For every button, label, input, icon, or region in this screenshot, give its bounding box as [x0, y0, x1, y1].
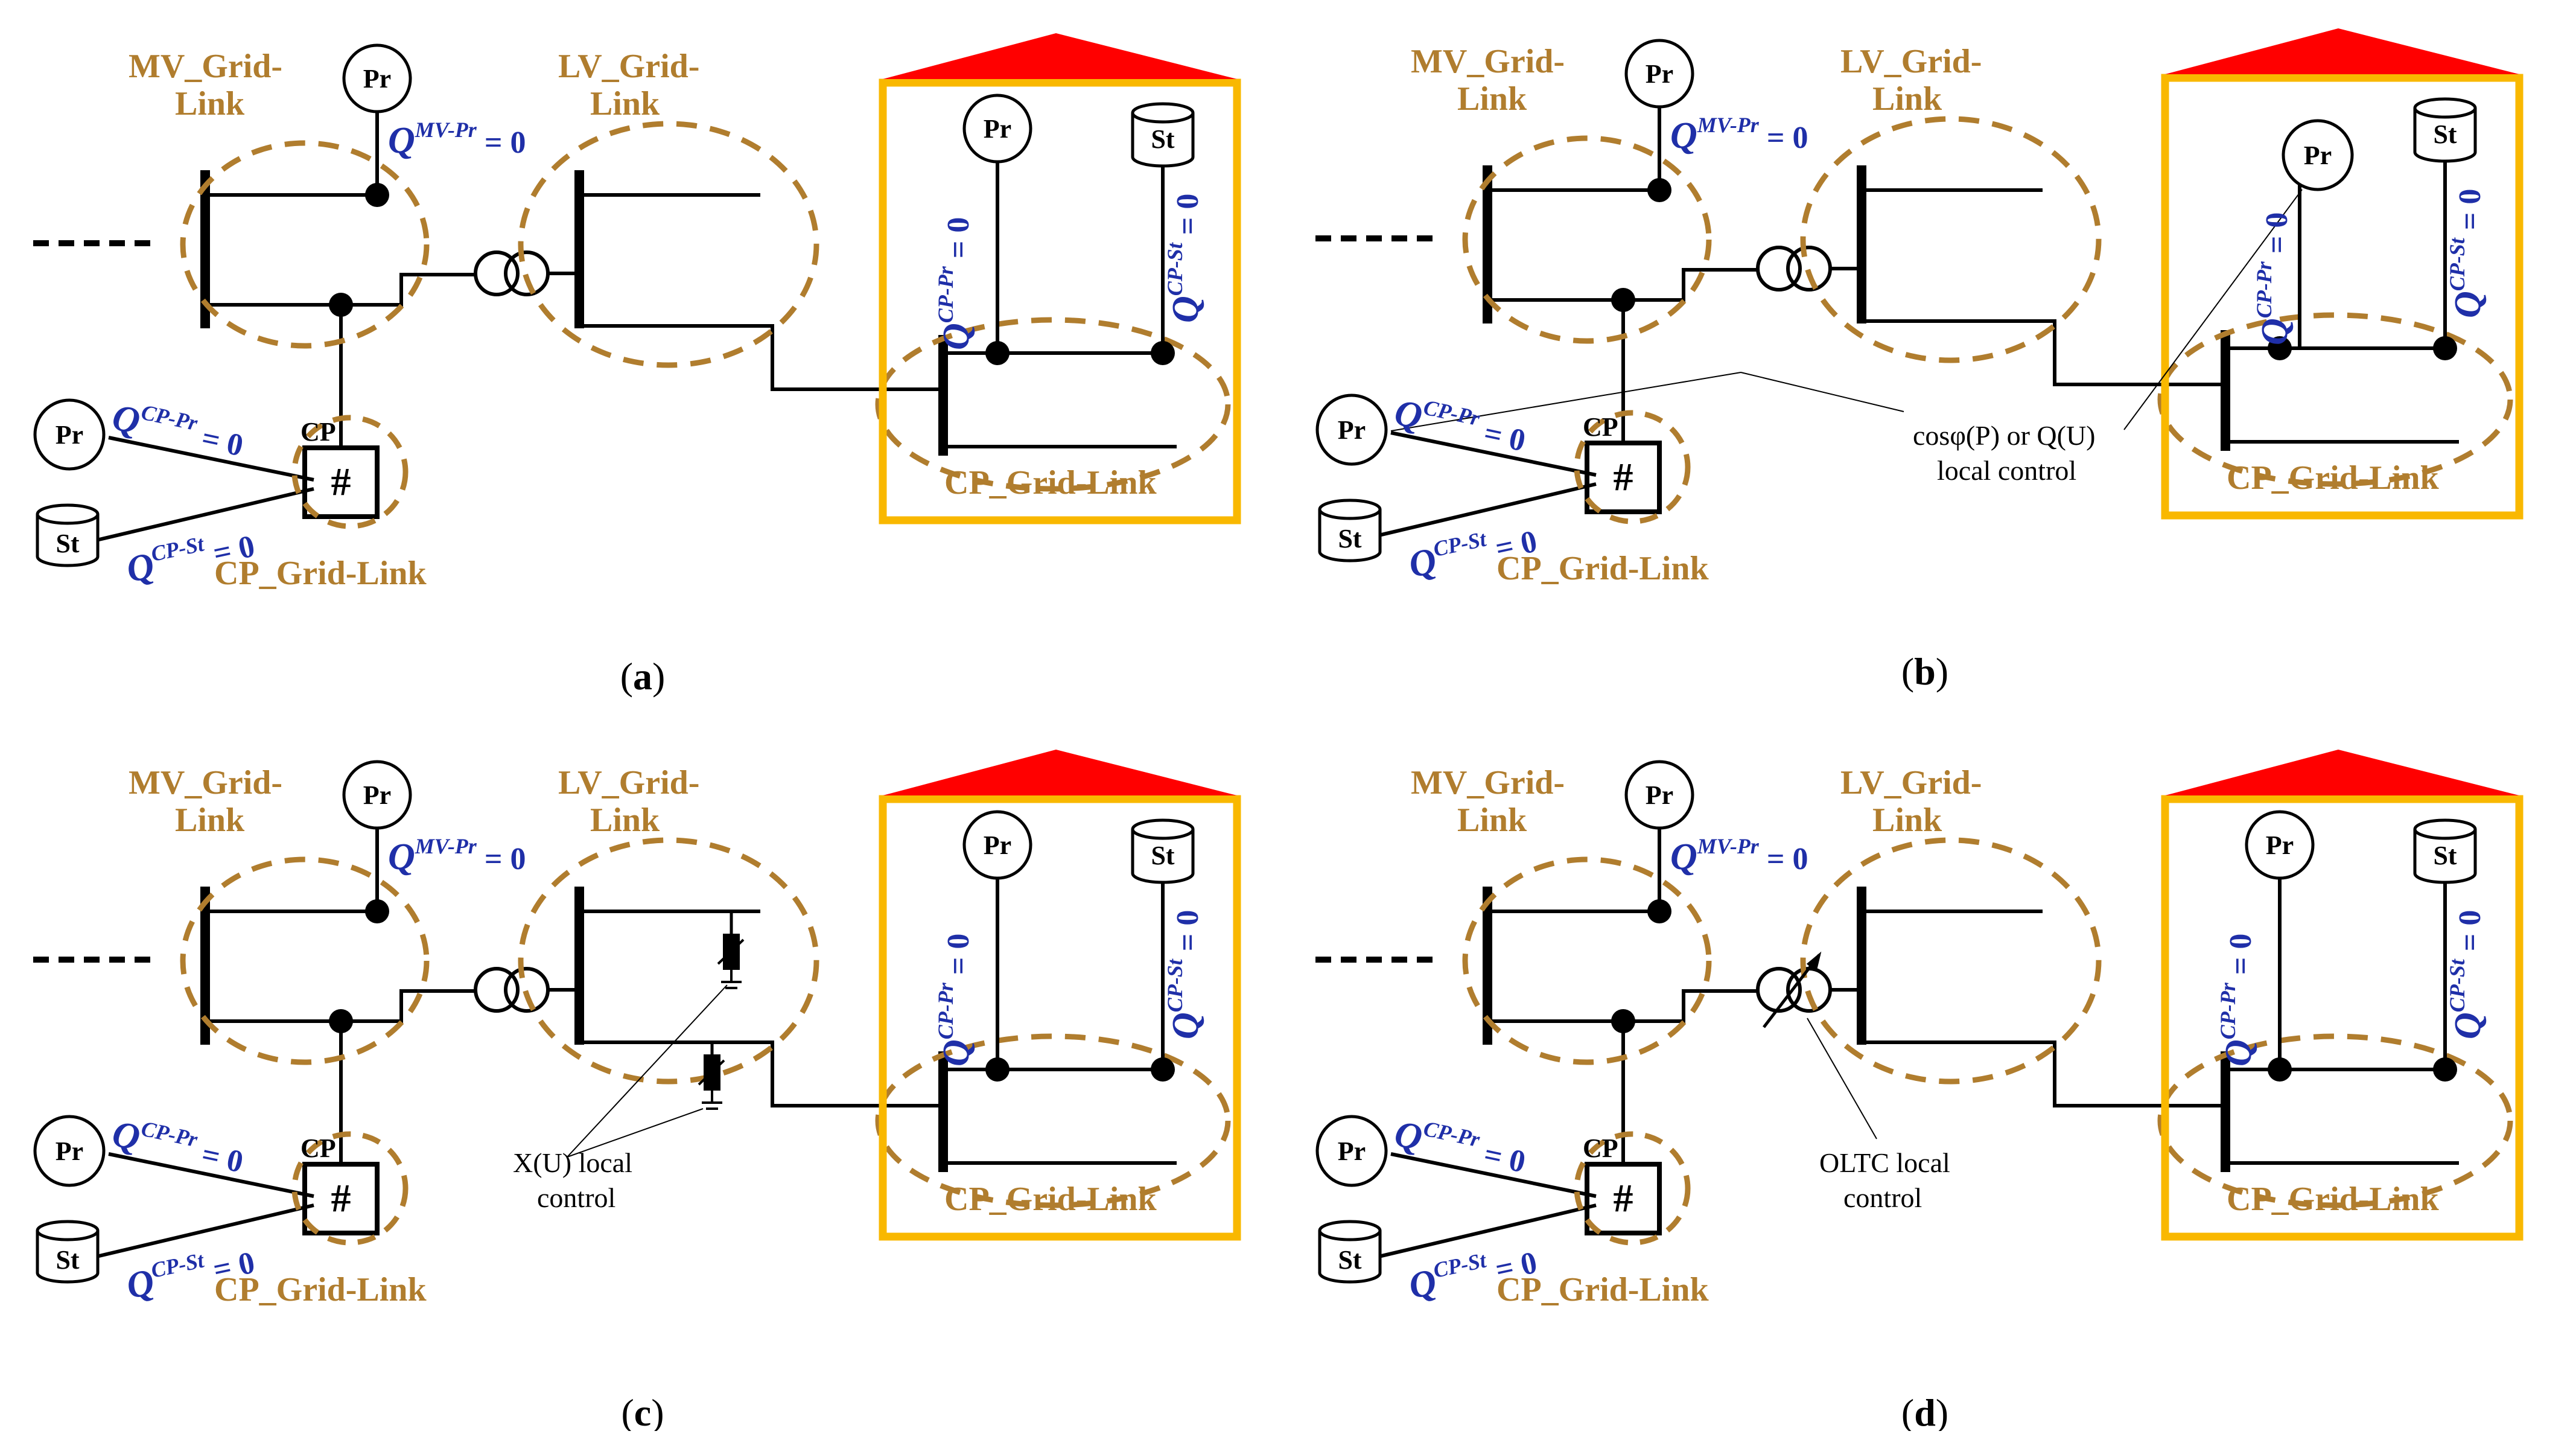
cp-label: CP [1583, 412, 1618, 442]
cp-grid-link-label: CP_Grid-Link [1496, 550, 1709, 587]
mv-grid-link-label: Link [175, 85, 245, 123]
lv-grid-link-label: Link [590, 801, 660, 839]
panel-caption: (a) [620, 655, 666, 698]
producer-label: Pr [984, 830, 1011, 860]
cp-hash-label: # [331, 460, 351, 504]
mv-grid-link-label: MV_Grid- [129, 764, 282, 801]
q-cp-st-vertical-label: QCP-St = 0 [1163, 194, 1206, 323]
cp-grid-link-label: CP_Grid-Link [214, 555, 427, 592]
producer-label: Pr [984, 114, 1011, 144]
producer-label: Pr [1646, 780, 1673, 810]
cp-grid-link-label: CP_Grid-Link [1496, 1271, 1709, 1308]
panel-caption: (b) [1901, 650, 1948, 693]
panel-caption: (d) [1901, 1391, 1948, 1431]
panel-a-text: MV_Grid-LinkLV_Grid-LinkCP_Grid-LinkCP_G… [56, 48, 1206, 698]
cp-hash-label: # [331, 1176, 351, 1220]
panel-a [33, 33, 1237, 566]
q-cp-pr-vertical-label: QCP-Pr = 0 [2216, 934, 2259, 1066]
q-cp-pr-label: QCP-Pr = 0 [109, 394, 248, 464]
q-cp-st-vertical-label: QCP-St = 0 [1163, 910, 1206, 1039]
producer-label: Pr [1646, 59, 1673, 89]
control-note-label: control [1843, 1182, 1922, 1213]
control-note-label: cosφ(P) or Q(U) [1913, 420, 2095, 451]
mv-grid-link-label: Link [1457, 80, 1527, 118]
mv-grid-link-label: Link [1457, 801, 1527, 839]
producer-label: Pr [1338, 1136, 1366, 1166]
text-layer: MV_Grid-LinkLV_Grid-LinkCP_Grid-LinkCP_G… [56, 43, 2489, 1434]
control-note-label: OLTC local [1819, 1147, 1950, 1178]
producer-label: Pr [56, 420, 83, 450]
storage-label: St [2433, 119, 2457, 149]
cp-grid-link-label: CP_Grid-Link [2227, 459, 2439, 497]
q-cp-st-vertical-label: QCP-St = 0 [2445, 910, 2489, 1039]
lv-grid-link-label: LV_Grid- [1840, 764, 1982, 801]
cp-label: CP [301, 417, 336, 447]
cp-hash-label: # [1614, 455, 1633, 499]
storage-label: St [1338, 524, 1361, 553]
control-note-label: X(U) local [513, 1147, 632, 1178]
cp-label: CP [301, 1133, 336, 1163]
producer-label: Pr [1338, 415, 1366, 445]
panel-b [1315, 28, 2519, 561]
storage-label: St [1151, 841, 1174, 870]
q-mv-pr-label: QMV-Pr = 0 [388, 834, 526, 878]
q-cp-pr-label: QCP-Pr = 0 [1391, 1111, 1530, 1181]
cp-grid-link-label: CP_Grid-Link [944, 464, 1157, 502]
lv-grid-link-label: Link [1872, 801, 1942, 839]
tap-changer-arrow-icon [1763, 951, 1822, 1028]
q-cp-pr-label: QCP-Pr = 0 [109, 1111, 248, 1181]
q-mv-pr-label: QMV-Pr = 0 [1670, 113, 1808, 156]
panel-caption: (c) [621, 1391, 664, 1431]
cp-label: CP [1583, 1133, 1618, 1163]
q-cp-pr-label: QCP-Pr = 0 [1391, 389, 1530, 459]
mv-grid-link-label: MV_Grid- [1411, 764, 1565, 801]
q-cp-pr-vertical-label: QCP-Pr = 0 [933, 217, 977, 350]
cp-grid-link-label: CP_Grid-Link [944, 1181, 1157, 1218]
cp-grid-link-label: CP_Grid-Link [214, 1271, 427, 1308]
variable-reactance-icon [698, 1042, 725, 1110]
lv-grid-link-label: LV_Grid- [558, 764, 699, 801]
q-mv-pr-label: QMV-Pr = 0 [388, 118, 526, 161]
q-cp-pr-vertical-label: QCP-Pr = 0 [933, 934, 977, 1066]
cp-hash-label: # [1614, 1176, 1633, 1220]
lv-grid-link-label: Link [1872, 80, 1942, 118]
control-note-label: local control [1937, 455, 2076, 486]
cp-grid-link-label: CP_Grid-Link [2227, 1181, 2439, 1218]
storage-label: St [56, 1245, 79, 1275]
producer-label: Pr [363, 64, 391, 94]
q-cp-pr-vertical-label: QCP-Pr = 0 [2252, 212, 2295, 345]
lv-grid-link-label: LV_Grid- [558, 48, 699, 85]
lv-grid-link-label: Link [590, 85, 660, 123]
q-mv-pr-label: QMV-Pr = 0 [1670, 834, 1808, 878]
producer-label: Pr [2266, 830, 2294, 860]
producer-label: Pr [56, 1136, 83, 1166]
producer-label: Pr [363, 780, 391, 810]
producer-label: Pr [2304, 141, 2332, 170]
variable-reactance-icon [717, 911, 745, 989]
lv-grid-link-label: LV_Grid- [1840, 43, 1982, 80]
storage-label: St [1338, 1245, 1361, 1275]
mv-grid-link-label: Link [175, 801, 245, 839]
storage-label: St [1151, 124, 1174, 154]
mv-grid-link-label: MV_Grid- [129, 48, 282, 85]
storage-label: St [2433, 841, 2457, 870]
panel-c [33, 750, 1237, 1282]
panel-b-text: MV_Grid-LinkLV_Grid-LinkCP_Grid-LinkCP_G… [1338, 43, 2489, 693]
control-note-label: control [537, 1182, 615, 1213]
panel-d-text: MV_Grid-LinkLV_Grid-LinkCP_Grid-LinkCP_G… [1338, 764, 2489, 1434]
panel-c-text: MV_Grid-LinkLV_Grid-LinkCP_Grid-LinkCP_G… [56, 764, 1206, 1434]
q-cp-st-vertical-label: QCP-St = 0 [2445, 189, 2489, 318]
mv-grid-link-label: MV_Grid- [1411, 43, 1565, 80]
panel-d [1315, 750, 2519, 1282]
storage-label: St [56, 529, 79, 558]
